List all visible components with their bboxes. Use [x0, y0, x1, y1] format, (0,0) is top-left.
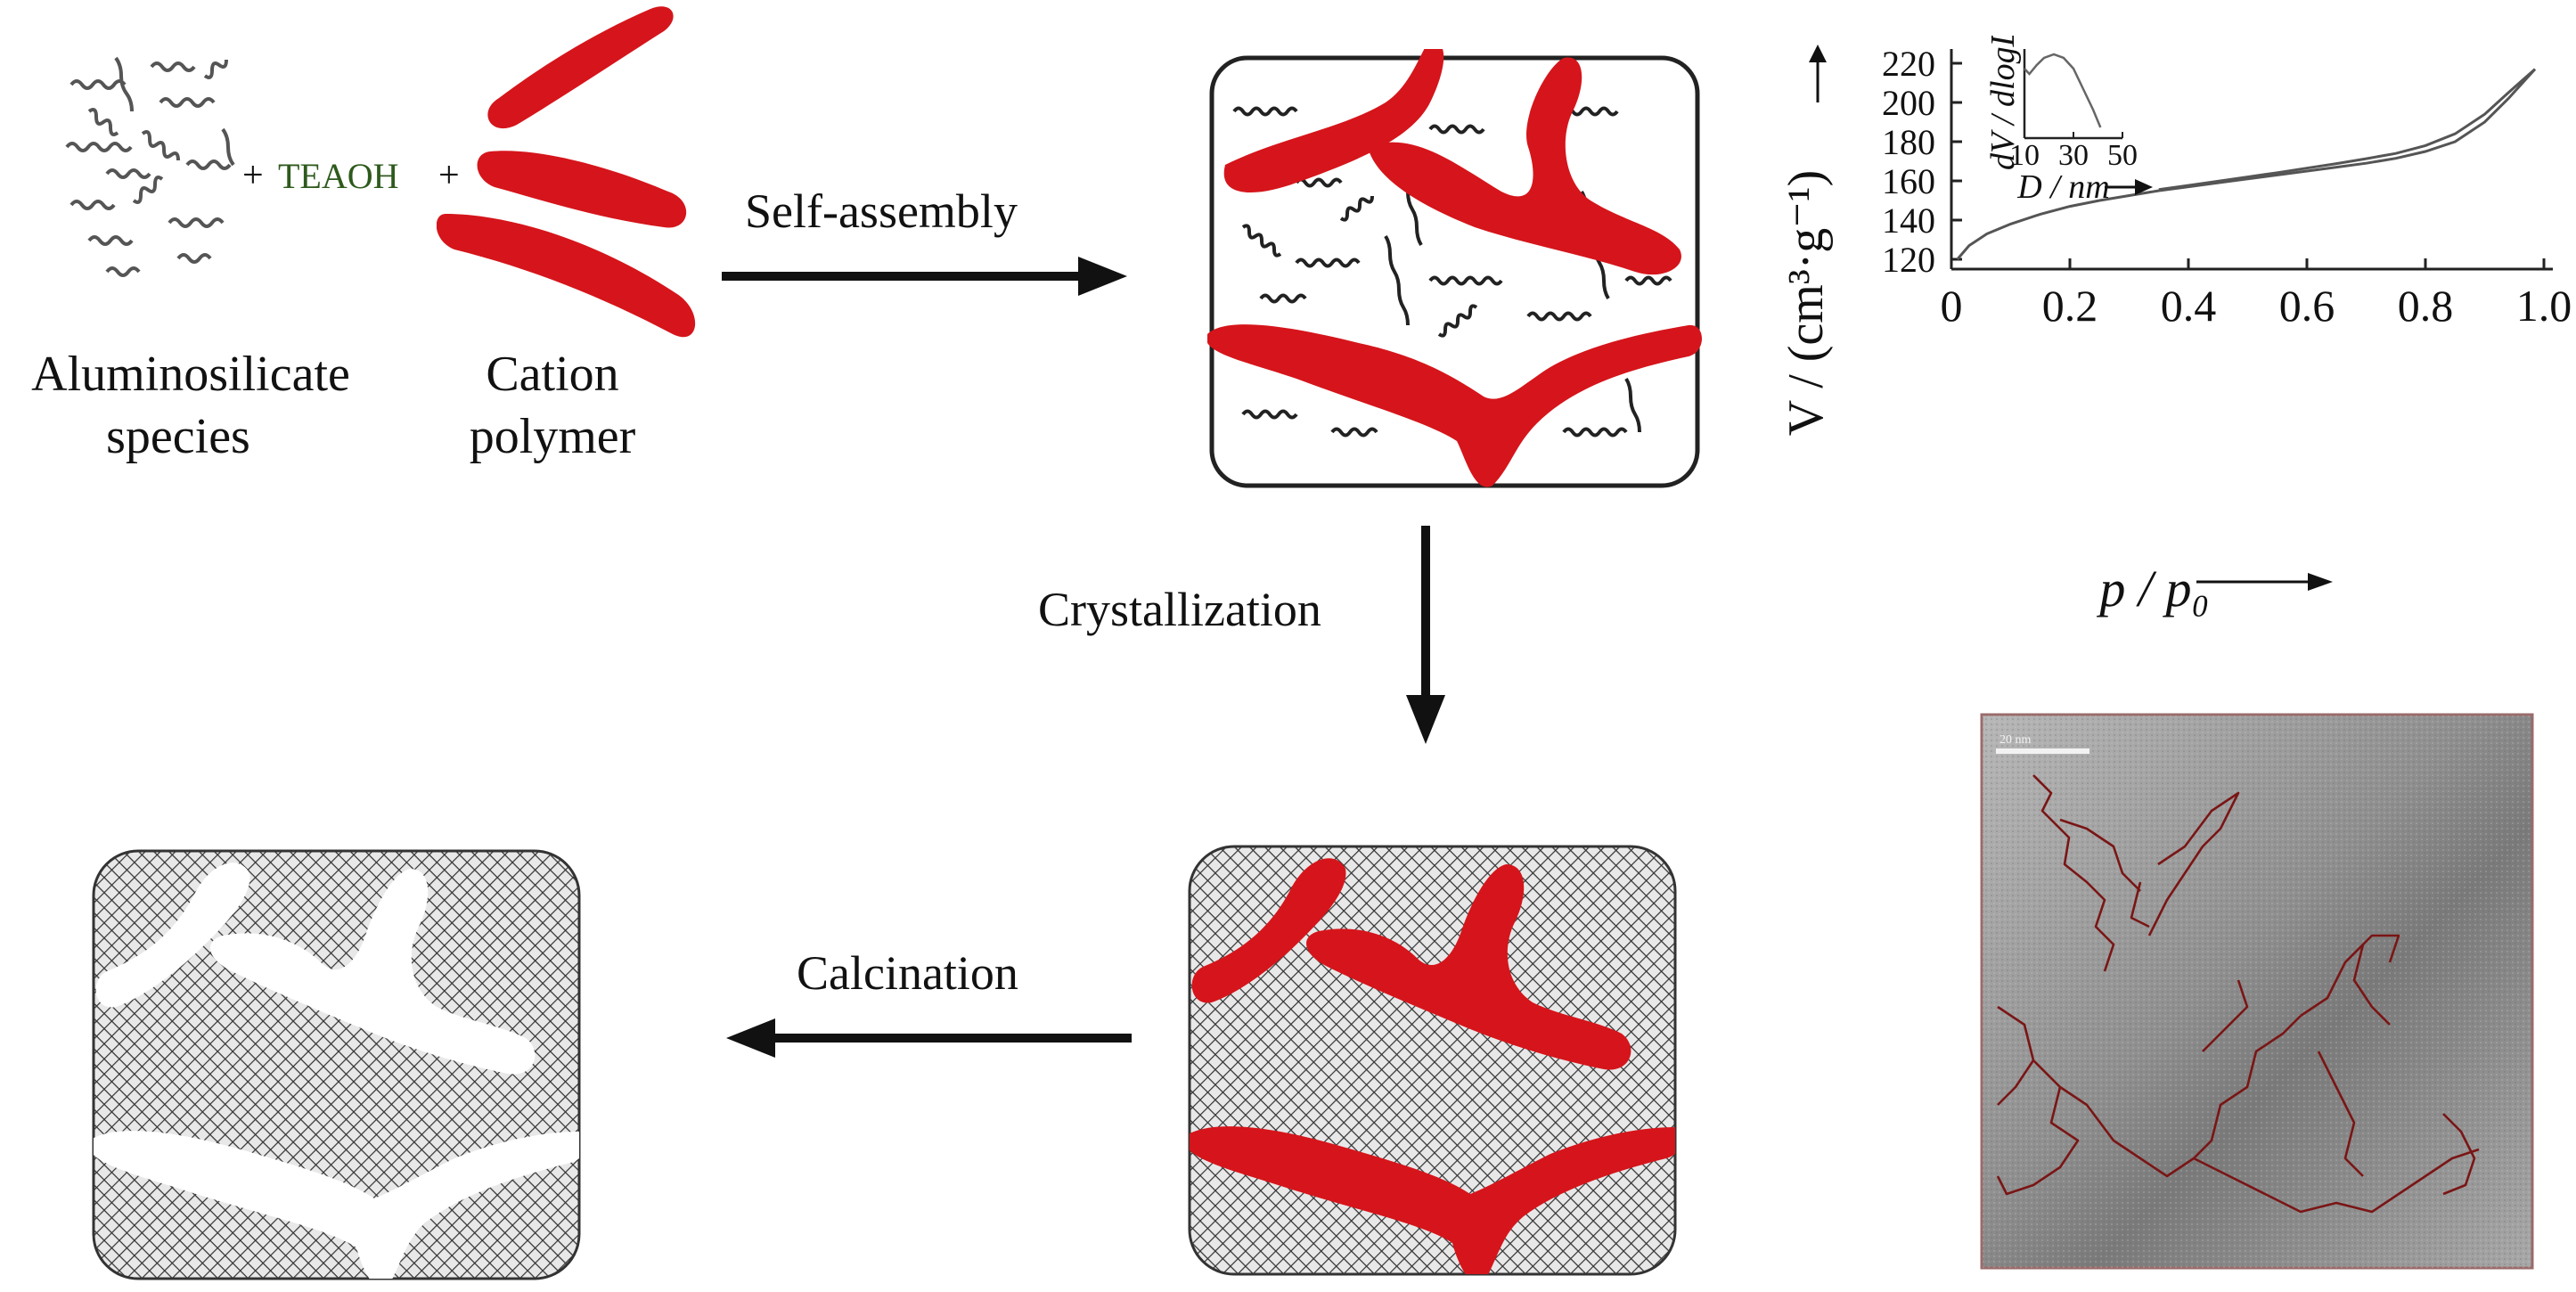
- x-tick-label: 0.6: [2279, 281, 2335, 331]
- self-assembly-arrow: [722, 257, 1127, 296]
- inset-pore-size-curve: [2024, 53, 2102, 128]
- aluminosilicate-label-line1: Aluminosilicate: [31, 347, 350, 402]
- inset-x-tick-label: 10: [2009, 139, 2040, 172]
- plus-sign-left: +: [242, 155, 264, 196]
- x-axis-arrow: [2196, 573, 2333, 591]
- crystallized-zeolite-with-polymer: [1188, 845, 1677, 1276]
- y-axis-label: V / (cm³·g⁻¹): [1779, 170, 1834, 436]
- cation-polymer-icon: [437, 6, 696, 338]
- y-axis-arrow: [1809, 45, 1827, 102]
- self-assembly-label: Self-assembly: [745, 184, 1018, 238]
- x-tick-label: 0.2: [2042, 281, 2098, 331]
- tem-micrograph: 20 nm: [1980, 713, 2534, 1270]
- aluminosilicate-label-line2: species: [106, 409, 250, 464]
- x-tick-label: 0: [1941, 281, 1963, 331]
- y-tick-label: 180: [1882, 122, 1935, 162]
- plus-sign-right: +: [438, 155, 460, 196]
- calcination-label: Calcination: [797, 946, 1018, 1000]
- y-tick-label: 200: [1882, 83, 1935, 123]
- adsorption-curve: [1956, 68, 2537, 260]
- x-tick-label: 0.4: [2161, 281, 2217, 331]
- y-tick-label: 120: [1882, 240, 1935, 280]
- tem-scale-bar-label: 20 nm: [1999, 733, 2032, 747]
- crystallization-label: Crystallization: [1038, 583, 1321, 636]
- cation-label-line1: Cation: [486, 347, 619, 402]
- inset-x-tick-label: 30: [2058, 139, 2089, 172]
- inset-x-tick-label: 50: [2107, 139, 2138, 172]
- y-tick-label: 220: [1882, 44, 1935, 84]
- chart-axes: [1950, 49, 2553, 271]
- inset-y-axis-label: dV / dlogD: [1984, 36, 2022, 170]
- aluminosilicate-species-icon: [65, 56, 235, 277]
- x-tick-label: 1.0: [2516, 281, 2572, 331]
- inset-x-axis-label: D / nm: [2016, 168, 2109, 206]
- y-tick-label: 140: [1882, 200, 1935, 241]
- desorption-curve: [2158, 68, 2536, 192]
- calcination-arrow: [726, 1018, 1132, 1058]
- teaoh-label: TEAOH: [278, 156, 399, 196]
- x-axis-label: p / p₀: [2096, 560, 2209, 617]
- x-tick-label: 0.8: [2398, 281, 2454, 331]
- inset-x-arrow-head: [2135, 179, 2153, 195]
- cation-label-line2: polymer: [469, 409, 636, 464]
- self-assembled-composite: [1207, 49, 1702, 488]
- crystallization-arrow: [1406, 526, 1445, 744]
- y-tick-label: 160: [1882, 161, 1935, 201]
- calcined-mesoporous-zeolite: [92, 849, 581, 1280]
